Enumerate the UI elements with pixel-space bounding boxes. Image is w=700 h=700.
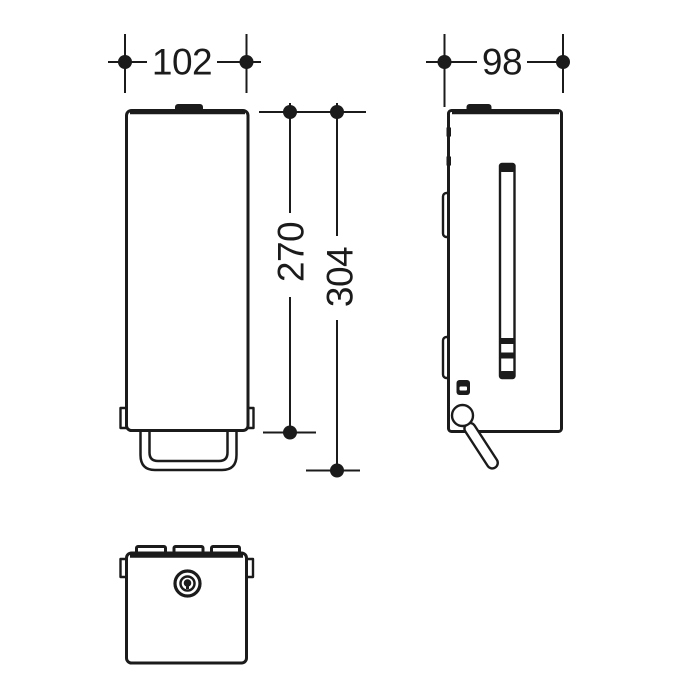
dim-front-width: 102: [108, 34, 261, 93]
front-view: [119, 104, 255, 472]
top-view: [119, 545, 255, 665]
lock-keyhole-tail: [186, 584, 189, 589]
level-window-slot: [498, 162, 516, 380]
dim-dot: [239, 55, 254, 69]
dim-label-body-height: 270: [271, 222, 312, 282]
lock-keyhole: [183, 579, 192, 587]
dim-dot: [283, 105, 297, 119]
dim-dot: [283, 425, 297, 440]
pump-button: [450, 403, 475, 428]
side-view: [441, 104, 563, 470]
level-window-bottom-cap: [500, 371, 515, 378]
dim-dot: [437, 55, 452, 69]
level-window: [498, 162, 516, 380]
top-body: [125, 551, 248, 665]
level-window-bar-2: [500, 352, 515, 359]
level-window-top-cap: [500, 164, 515, 172]
dim-dot: [330, 105, 344, 119]
pump-handle-inner: [148, 431, 229, 463]
back-edge-tick-2: [446, 156, 451, 166]
dim-body-height: 270: [263, 103, 316, 440]
dim-overall-height: 304: [306, 103, 361, 478]
pump-handle: [139, 431, 238, 472]
cylinder-lock: [173, 569, 202, 598]
dim-dot: [118, 55, 132, 69]
dim-label-side-depth: 98: [482, 42, 522, 83]
back-edge-tick-1: [446, 127, 451, 137]
dim-label-front-width: 102: [152, 42, 212, 83]
level-window-bar-1: [500, 338, 515, 344]
release-catch: [456, 380, 470, 395]
dim-dot: [556, 55, 570, 69]
release-catch-slot: [459, 386, 467, 391]
dim-side-depth: 98: [426, 34, 570, 107]
front-body: [125, 109, 250, 432]
dim-label-overall-height: 304: [320, 247, 361, 307]
dim-dot: [330, 463, 344, 478]
